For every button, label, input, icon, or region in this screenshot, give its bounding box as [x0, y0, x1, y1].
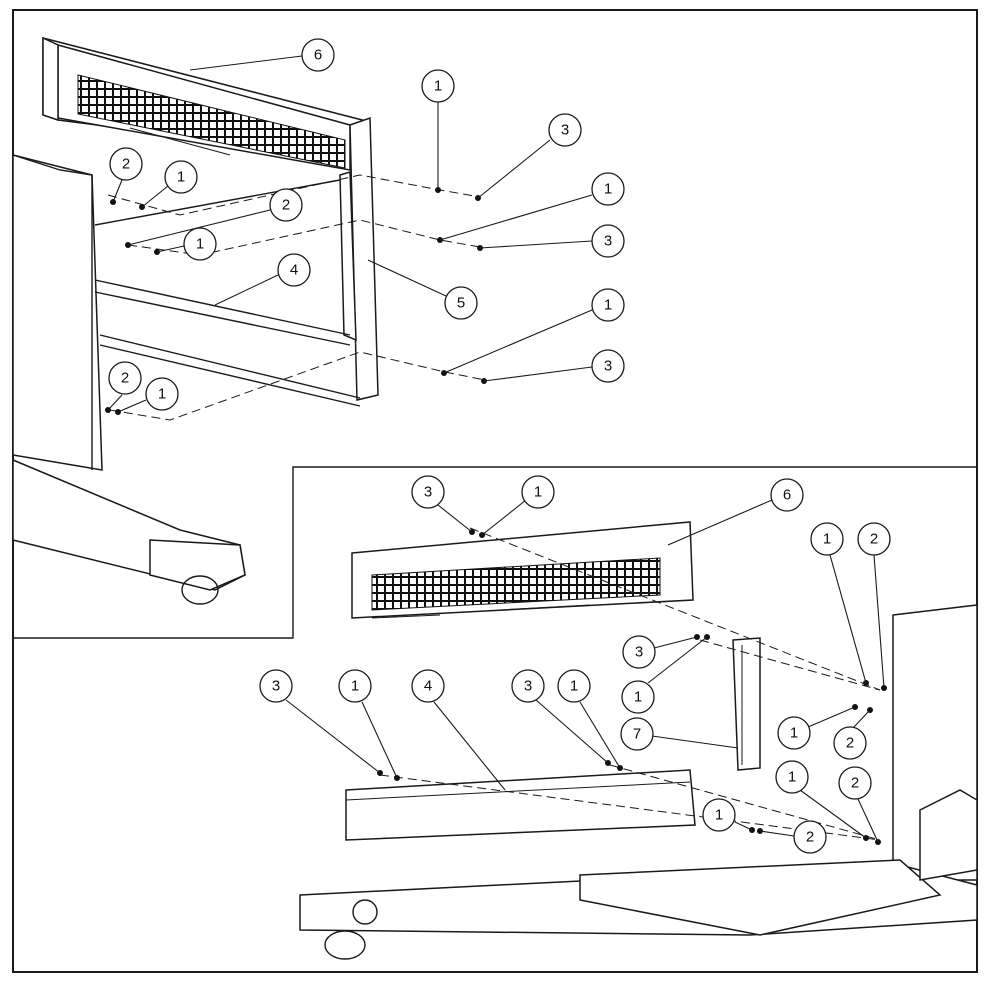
svg-text:2: 2	[121, 370, 129, 387]
callout-bottom-1a: 1	[481, 475, 555, 536]
svg-text:2: 2	[282, 197, 290, 214]
callout-bottom-2c: 2	[838, 766, 879, 843]
svg-text:3: 3	[604, 358, 612, 375]
svg-text:1: 1	[823, 531, 831, 548]
svg-text:3: 3	[635, 644, 643, 661]
svg-text:3: 3	[424, 484, 432, 501]
callout-bottom-1g: 1	[775, 760, 867, 839]
svg-text:1: 1	[715, 807, 723, 824]
callout-top-1e: 1	[443, 288, 625, 374]
svg-text:6: 6	[314, 47, 322, 64]
callout-top-2a: 2	[109, 147, 143, 203]
callout-bottom-3a: 3	[411, 475, 473, 533]
callout-top-3b: 3	[479, 224, 625, 258]
callout-bottom-1d: 1	[338, 669, 398, 779]
callout-bottom-3b: 3	[622, 635, 698, 669]
svg-text:1: 1	[351, 678, 359, 695]
callout-top-1c: 1	[156, 227, 217, 261]
vertical-bracket	[732, 637, 761, 771]
bottom-view	[299, 521, 978, 960]
callout-top-1b: 1	[141, 160, 198, 208]
svg-text:6: 6	[783, 487, 791, 504]
callout-top-1d: 1	[439, 172, 625, 241]
svg-text:1: 1	[534, 484, 542, 501]
callout-bottom-1e: 1	[557, 669, 621, 769]
svg-text:5: 5	[457, 295, 465, 312]
callout-bottom-7: 7	[620, 717, 739, 751]
base-frame-bottom	[299, 789, 978, 960]
callout-top-5: 5	[367, 259, 478, 320]
callout-top-3a: 3	[477, 113, 582, 199]
vent-panel-bottom	[351, 521, 694, 619]
side-channel-top	[339, 116, 379, 401]
callout-top-1a: 1	[421, 69, 455, 190]
callout-top-3c: 3	[483, 349, 625, 383]
svg-text:1: 1	[788, 769, 796, 786]
inset-frame	[13, 466, 977, 639]
callout-top-6: 6	[189, 38, 335, 72]
svg-text:3: 3	[524, 678, 532, 695]
svg-text:4: 4	[424, 678, 432, 695]
frame-arm-top	[12, 458, 246, 605]
callout-bottom-1b: 1	[810, 522, 867, 684]
svg-text:1: 1	[177, 169, 185, 186]
callout-top-4: 4	[214, 253, 311, 306]
svg-text:2: 2	[806, 829, 814, 846]
svg-text:2: 2	[122, 156, 130, 173]
svg-text:1: 1	[196, 236, 204, 253]
svg-text:1: 1	[604, 181, 612, 198]
svg-text:1: 1	[634, 689, 642, 706]
callout-top-2b: 2	[127, 188, 303, 246]
top-view	[12, 36, 487, 605]
callout-bottom-2b: 2	[833, 709, 871, 760]
svg-text:2: 2	[846, 735, 854, 752]
rail-panel-top	[94, 179, 361, 407]
callout-top-2c: 2	[107, 361, 142, 411]
callout-bottom-2a: 2	[857, 522, 891, 689]
svg-text:2: 2	[851, 775, 859, 792]
svg-text:3: 3	[561, 122, 569, 139]
svg-text:1: 1	[604, 297, 612, 314]
svg-text:7: 7	[633, 726, 641, 743]
vent-panel-top	[42, 36, 371, 171]
svg-text:4: 4	[290, 262, 298, 279]
callout-bottom-4: 4	[411, 669, 506, 791]
svg-text:3: 3	[604, 233, 612, 250]
callout-bottom-1h: 1	[702, 798, 753, 832]
cabinet-body	[12, 154, 103, 471]
callout-bottom-3c: 3	[259, 669, 381, 774]
svg-text:1: 1	[434, 78, 442, 95]
svg-text:1: 1	[570, 678, 578, 695]
rail-panel-bottom	[345, 769, 696, 841]
svg-text:1: 1	[790, 725, 798, 742]
callout-bottom-3d: 3	[511, 669, 609, 764]
svg-text:2: 2	[870, 531, 878, 548]
callout-bottom-1f: 1	[777, 706, 856, 750]
svg-text:1: 1	[158, 386, 166, 403]
callout-bottom-1c: 1	[621, 636, 708, 714]
callout-top-1f: 1	[117, 377, 179, 413]
dash-lines-top	[107, 174, 486, 421]
callout-bottom-2d: 2	[759, 820, 827, 854]
svg-text:3: 3	[272, 678, 280, 695]
callout-bottom-6: 6	[667, 478, 804, 546]
